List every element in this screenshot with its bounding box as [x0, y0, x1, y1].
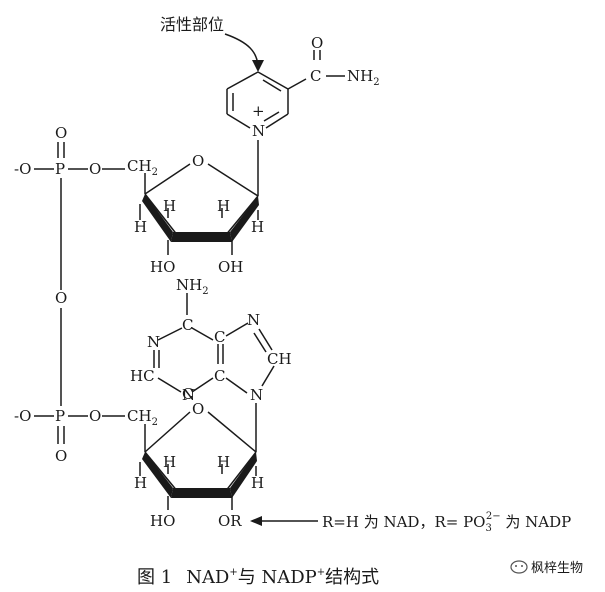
amide-bonds [287, 50, 345, 90]
ribose-top-wedge-right [230, 196, 259, 242]
r-note: R=H 为 NAD，R= PO32− 为 NADP [322, 511, 571, 534]
adenine-n9: N [250, 386, 263, 404]
ribose-top-h4: H [251, 218, 264, 236]
ribose-top-ho: HO [150, 258, 175, 276]
phosphate-bottom-ion: -O [14, 407, 31, 425]
ribose-bottom-wedge-right [230, 452, 257, 498]
ribose-bottom-h4: H [251, 474, 264, 492]
phosphate-bottom-p: P [55, 407, 65, 425]
ribose-top-ring [139, 163, 259, 255]
phosphate-top-bonds [34, 142, 125, 290]
phosphate-bottom-o-link: O [89, 407, 101, 425]
adenine-bonds [153, 293, 275, 452]
ring-charge: + [252, 102, 265, 120]
phosphate-top-o-double: O [55, 124, 67, 142]
adenine-c6: C [182, 316, 193, 334]
phosphate-bottom-o-double: O [55, 447, 67, 465]
phosphate-top-ion: -O [14, 160, 31, 178]
ribose-bottom-ho: HO [150, 512, 175, 530]
watermark: 枫梓生物 [510, 560, 583, 576]
ribose-bottom-ch2: CH2 [127, 407, 158, 428]
ribose-top-h2: H [217, 197, 230, 215]
active-site-arrow [224, 33, 259, 69]
bridge-oxygen: O [55, 289, 67, 307]
r-note-arrowhead [250, 516, 262, 526]
adenine-hc: HC [130, 367, 155, 385]
ribose-bottom-h1: H [163, 453, 176, 471]
adenine-c4: C [214, 367, 225, 385]
ribose-top-wedge-left [142, 194, 173, 242]
amide-nh2: NH2 [347, 67, 380, 88]
adenine-c5: C [214, 328, 225, 346]
active-site-arrowhead [252, 60, 264, 72]
adenine-amino: NH2 [176, 276, 209, 297]
ribose-bottom-or: OR [218, 512, 242, 530]
ribose-top-oxygen: O [192, 152, 204, 170]
ribose-bottom-h2: H [217, 453, 230, 471]
ribose-bottom-ring [139, 411, 257, 510]
ribose-top-wedge [171, 232, 232, 242]
adenine-n7: N [247, 311, 260, 329]
phosphate-top-o-link: O [89, 160, 101, 178]
ribose-bottom-oxygen: O [192, 400, 204, 418]
ribose-top-ch2: CH2 [127, 157, 158, 178]
ribose-top-oh: OH [218, 258, 243, 276]
carbonyl-oxygen: O [311, 34, 323, 52]
adenine-n3: N [182, 386, 195, 404]
adenine-n1: N [147, 333, 160, 351]
ribose-bottom-h3: H [134, 474, 147, 492]
phosphate-top-p: P [55, 160, 65, 178]
ribose-bottom-wedge-left [142, 452, 173, 498]
ribose-bottom-wedge [171, 488, 232, 498]
adenine-ch: CH [267, 350, 292, 368]
ribose-top-h3: H [134, 218, 147, 236]
carbonyl-carbon: C [310, 67, 321, 85]
ribose-top-h1: H [163, 197, 176, 215]
nicotinamide-ring [226, 71, 289, 129]
wechat-icon [510, 560, 528, 574]
active-site-label: 活性部位 [160, 15, 224, 34]
watermark-text: 枫梓生物 [531, 561, 583, 576]
adenine-c2: C [182, 385, 193, 403]
ring-nitrogen: N [252, 122, 265, 140]
phosphate-bottom-bonds [34, 415, 125, 444]
